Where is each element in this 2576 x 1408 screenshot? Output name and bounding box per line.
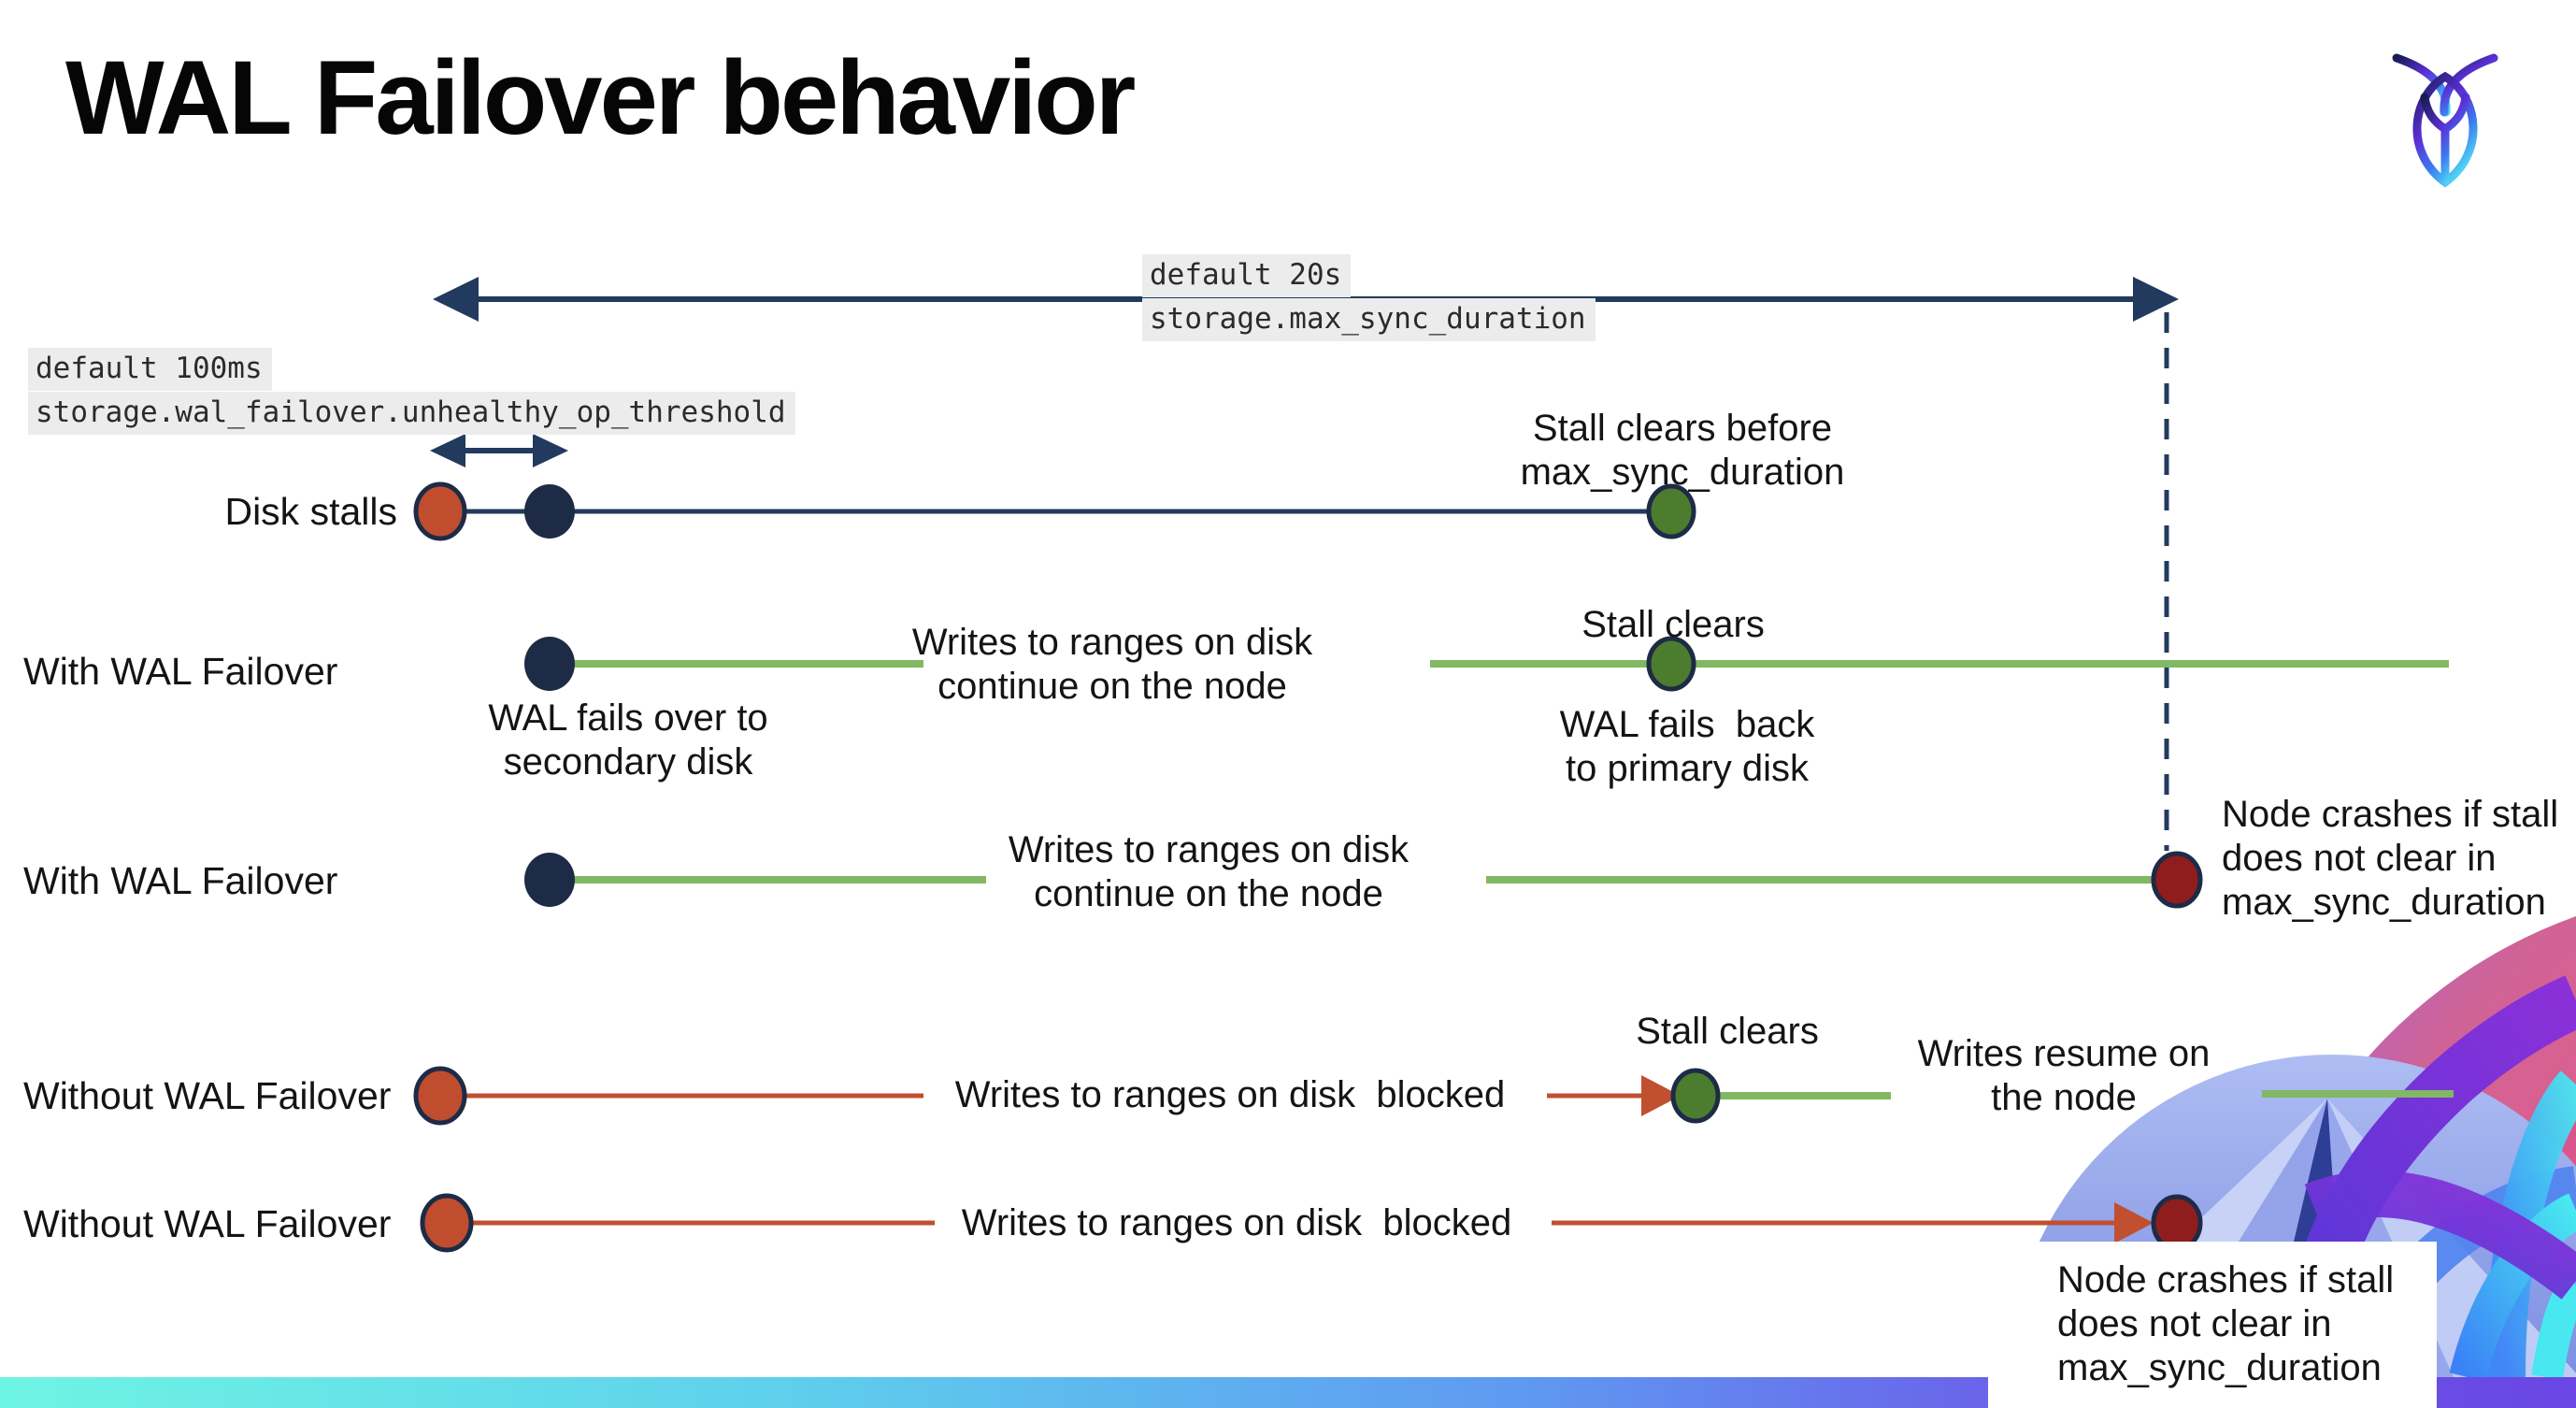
note-stall-clears-before: Stall clears before max_sync_duration bbox=[1520, 408, 1845, 493]
body-stem bbox=[2420, 93, 2470, 184]
max-sync-default-value: default 20s bbox=[1142, 254, 1352, 297]
note-node-crashes-2: Node crashes if stall does not clear in … bbox=[2057, 1259, 2395, 1388]
note-wal-fails-back: WAL fails back to primary disk bbox=[1559, 704, 1815, 789]
unhealthy-op-default-value: default 100ms bbox=[28, 348, 272, 391]
row-label-without-wal-failover-1: Without WAL Failover bbox=[23, 1074, 392, 1117]
unhealthy-op-threshold-label: default 100ms storage.wal_failover.unhea… bbox=[28, 348, 795, 436]
unhealthy-op-threshold-arrow bbox=[430, 434, 568, 467]
failback-dot bbox=[1646, 636, 1696, 692]
note-writes-resume: Writes resume on the node bbox=[1917, 1033, 2211, 1118]
stall-clear-dot bbox=[1646, 483, 1696, 539]
timeline-row-disk-stalls bbox=[413, 481, 1696, 541]
stall-start-dot bbox=[413, 1066, 467, 1126]
max-sync-setting-name: storage.max_sync_duration bbox=[1142, 298, 1596, 341]
antenna-right bbox=[2440, 53, 2498, 117]
failover-dot bbox=[524, 853, 575, 907]
timeline-row-with-failover-clears bbox=[524, 636, 2449, 692]
row-label-disk-stalls: Disk stalls bbox=[224, 490, 397, 533]
failover-dot bbox=[524, 637, 575, 691]
note-wal-fails-over: WAL fails over to secondary disk bbox=[488, 697, 768, 783]
row-label-with-wal-failover-1: With WAL Failover bbox=[23, 650, 338, 693]
note-writes-continue-2: Writes to ranges on disk continue on the… bbox=[1008, 829, 1410, 914]
page-title: WAL Failover behavior bbox=[65, 39, 1136, 156]
note-writes-blocked-2: Writes to ranges on disk blocked bbox=[961, 1202, 1512, 1243]
note-writes-blocked-1: Writes to ranges on disk blocked bbox=[954, 1074, 1506, 1115]
threshold-dot bbox=[524, 484, 575, 539]
note-node-crashes-1: Node crashes if stall does not clear in … bbox=[2222, 794, 2559, 923]
row-label-with-wal-failover-2: With WAL Failover bbox=[23, 859, 338, 902]
note-writes-continue-1: Writes to ranges on disk continue on the… bbox=[911, 622, 1313, 707]
max-sync-duration-label: default 20s storage.max_sync_duration bbox=[1142, 254, 1596, 342]
timeline-row-without-failover-crash bbox=[420, 1193, 2203, 1253]
crash-dot bbox=[2151, 851, 2203, 909]
row-label-without-wal-failover-2: Without WAL Failover bbox=[23, 1202, 392, 1245]
stall-start-dot bbox=[413, 481, 467, 541]
stall-clear-dot bbox=[1670, 1068, 1721, 1124]
timeline-row-without-failover-clears bbox=[413, 1066, 2454, 1126]
crash-callout-box: Node crashes if stall does not clear in … bbox=[1988, 1242, 2437, 1408]
note-stall-clears-1: Stall clears bbox=[1581, 604, 1765, 645]
stall-start-dot bbox=[420, 1193, 474, 1253]
cockroachdb-logo-icon bbox=[2392, 53, 2498, 188]
note-stall-clears-2: Stall clears bbox=[1636, 1011, 1819, 1052]
unhealthy-op-setting-name: storage.wal_failover.unhealthy_op_thresh… bbox=[28, 392, 795, 435]
timeline-row-with-failover-crash bbox=[524, 851, 2203, 909]
